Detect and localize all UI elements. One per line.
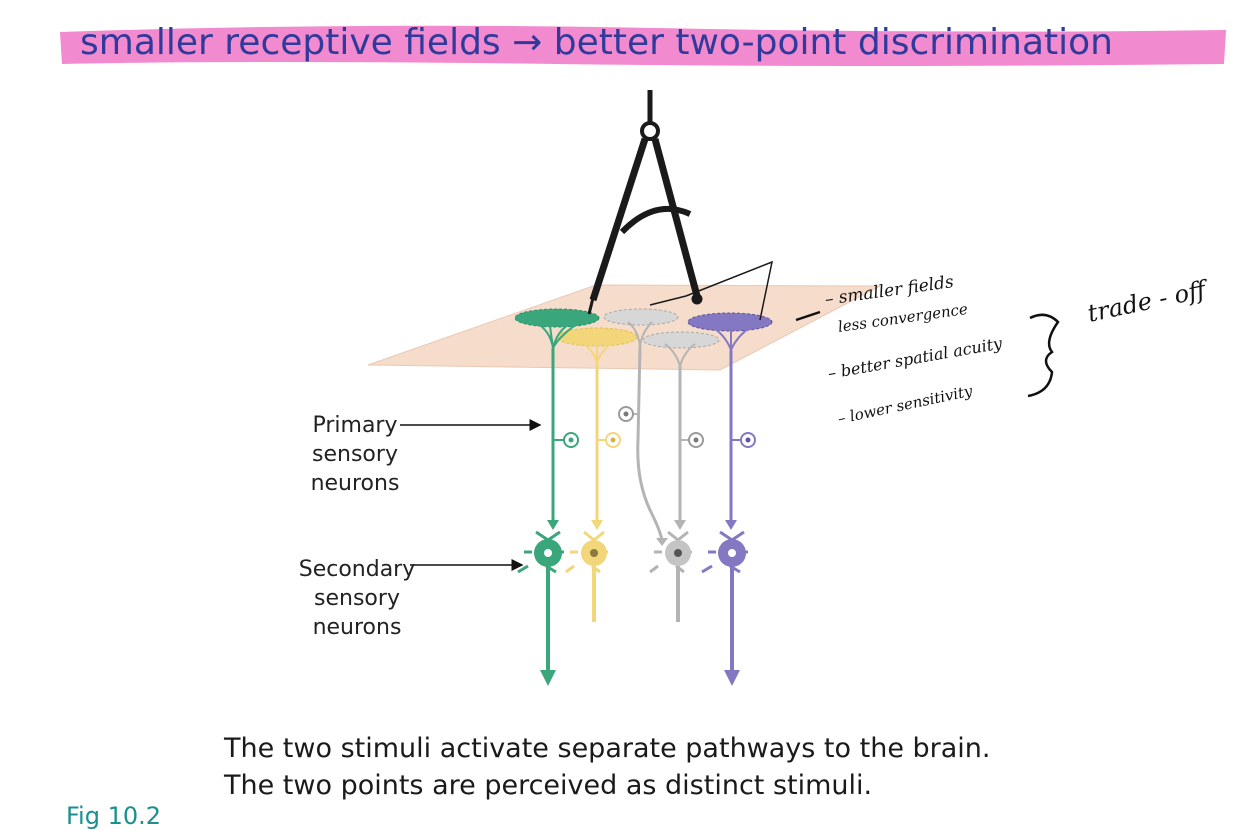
handwritten-dash [795,310,821,322]
secondary-neuron-green [517,530,564,686]
title-highlight [60,25,1226,66]
primary-cell-bodies [553,406,756,448]
caption-line-2: The two points are perceived as distinct… [224,770,873,801]
secondary-neuron-purple [701,530,748,686]
figure-caption: The two stimuli activate separate pathwa… [224,730,991,804]
compass-icon [587,90,774,321]
secondary-neuron-yellow [565,530,608,622]
primary-sensory-neurons-label: Primary sensory neurons [310,413,400,496]
slide-title: smaller receptive fields → better two-po… [80,22,1113,63]
secondary-sensory-neurons-label: Secondary sensory neurons [298,557,416,640]
primary-axons [551,345,733,541]
skin-patch [367,284,881,371]
receptive-field-green [514,308,600,328]
receptive-field-gray-2 [642,331,720,349]
receptive-field-gray-1 [603,308,679,326]
figure-label: Fig 10.2 [66,802,162,830]
secondary-neurons [517,530,748,686]
caption-line-1: The two stimuli activate separate pathwa… [224,733,991,764]
secondary-neuron-gray [649,530,692,622]
handwritten-brace [1027,313,1060,398]
axon-terminals [547,520,737,546]
axon-gray-1 [636,345,664,541]
dendrite-branches [534,321,753,367]
